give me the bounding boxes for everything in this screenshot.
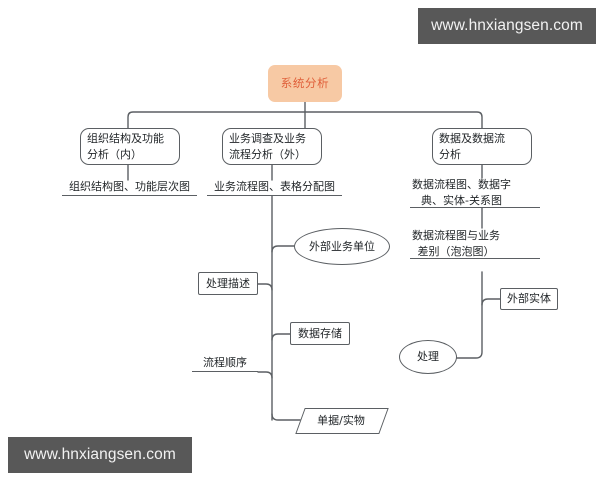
watermark-bottom-left: www.hnxiangsen.com: [8, 437, 192, 473]
wire-biz-to-doc-object: [271, 413, 301, 421]
node-flow-order: 流程顺序: [192, 355, 258, 372]
detail-label-data: 数据流程图、数据字 典、实体-关系图: [410, 177, 540, 208]
node-process[interactable]: 处理: [399, 340, 457, 374]
node-dfd-business-difference: 数据流程图与业务 差别（泡泡图）: [410, 228, 540, 259]
wire-biz-to-flow-order: [257, 371, 273, 379]
root-node-system-analysis[interactable]: 系统分析: [268, 65, 342, 102]
wire-biz-to-ext-unit: [271, 245, 295, 253]
branch-node-biz[interactable]: 业务调查及业务 流程分析（外）: [222, 128, 322, 165]
detail-label-org: 组织结构图、功能层次图: [62, 179, 197, 196]
watermark-top-right: www.hnxiangsen.com: [418, 8, 596, 44]
branch-node-data[interactable]: 数据及数据流 分析: [432, 128, 532, 165]
wire-biz-to-proc-desc: [257, 283, 273, 291]
branch-node-org[interactable]: 组织结构及功能 分析（内）: [80, 128, 180, 165]
wire-data-trunk: [454, 271, 483, 359]
node-data-store[interactable]: 数据存储: [290, 322, 350, 345]
wire-data-to-ext-entity: [481, 298, 501, 306]
wire-biz-to-data-store: [271, 333, 291, 341]
node-document-object-label: 单据/实物: [317, 414, 365, 427]
node-external-entity[interactable]: 外部实体: [500, 288, 558, 310]
wire-distributor: [127, 111, 483, 129]
node-process-description[interactable]: 处理描述: [198, 272, 258, 295]
node-external-business-unit[interactable]: 外部业务单位: [294, 228, 390, 265]
node-document-object[interactable]: 单据/实物: [295, 408, 389, 434]
detail-label-biz: 业务流程图、表格分配图: [207, 179, 342, 196]
